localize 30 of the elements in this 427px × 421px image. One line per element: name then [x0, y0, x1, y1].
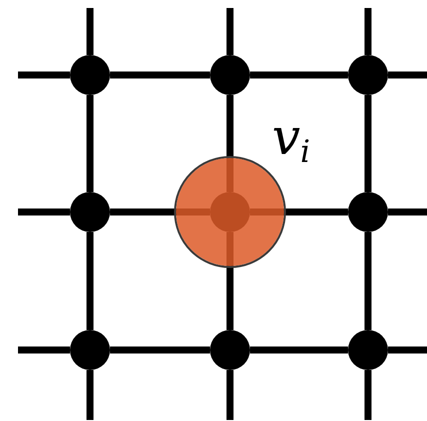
graph-vertex [70, 55, 110, 95]
graph-edge [364, 232, 372, 330]
graph-vertex [348, 330, 388, 370]
graph-edge [86, 8, 94, 55]
highlight-circle [174, 156, 286, 268]
graph-edge [388, 208, 427, 216]
graph-edge [18, 208, 70, 216]
graph-edge [250, 346, 348, 354]
graph-edge [110, 346, 210, 354]
graph-vertex [348, 55, 388, 95]
graph-vertex [70, 330, 110, 370]
graph-edge [86, 95, 94, 192]
graph-edge [226, 370, 234, 420]
graph-edge [86, 232, 94, 330]
vertex-label: v$_{i}$ [272, 112, 310, 168]
graph-edge [388, 72, 427, 78]
graph-vertex [210, 55, 250, 95]
graph-edge [250, 72, 348, 78]
graph-edge [18, 72, 70, 78]
graph-edge [86, 370, 94, 420]
graph-edge [18, 346, 70, 354]
graph-vertex [210, 330, 250, 370]
graph-edge [388, 346, 427, 354]
graph-edge [364, 370, 372, 420]
graph-edge [226, 8, 234, 55]
graph-edge [364, 95, 372, 192]
graph-edge [110, 72, 210, 78]
graph-vertex [70, 192, 110, 232]
graph-edge [364, 8, 372, 55]
graph-vertex [348, 192, 388, 232]
